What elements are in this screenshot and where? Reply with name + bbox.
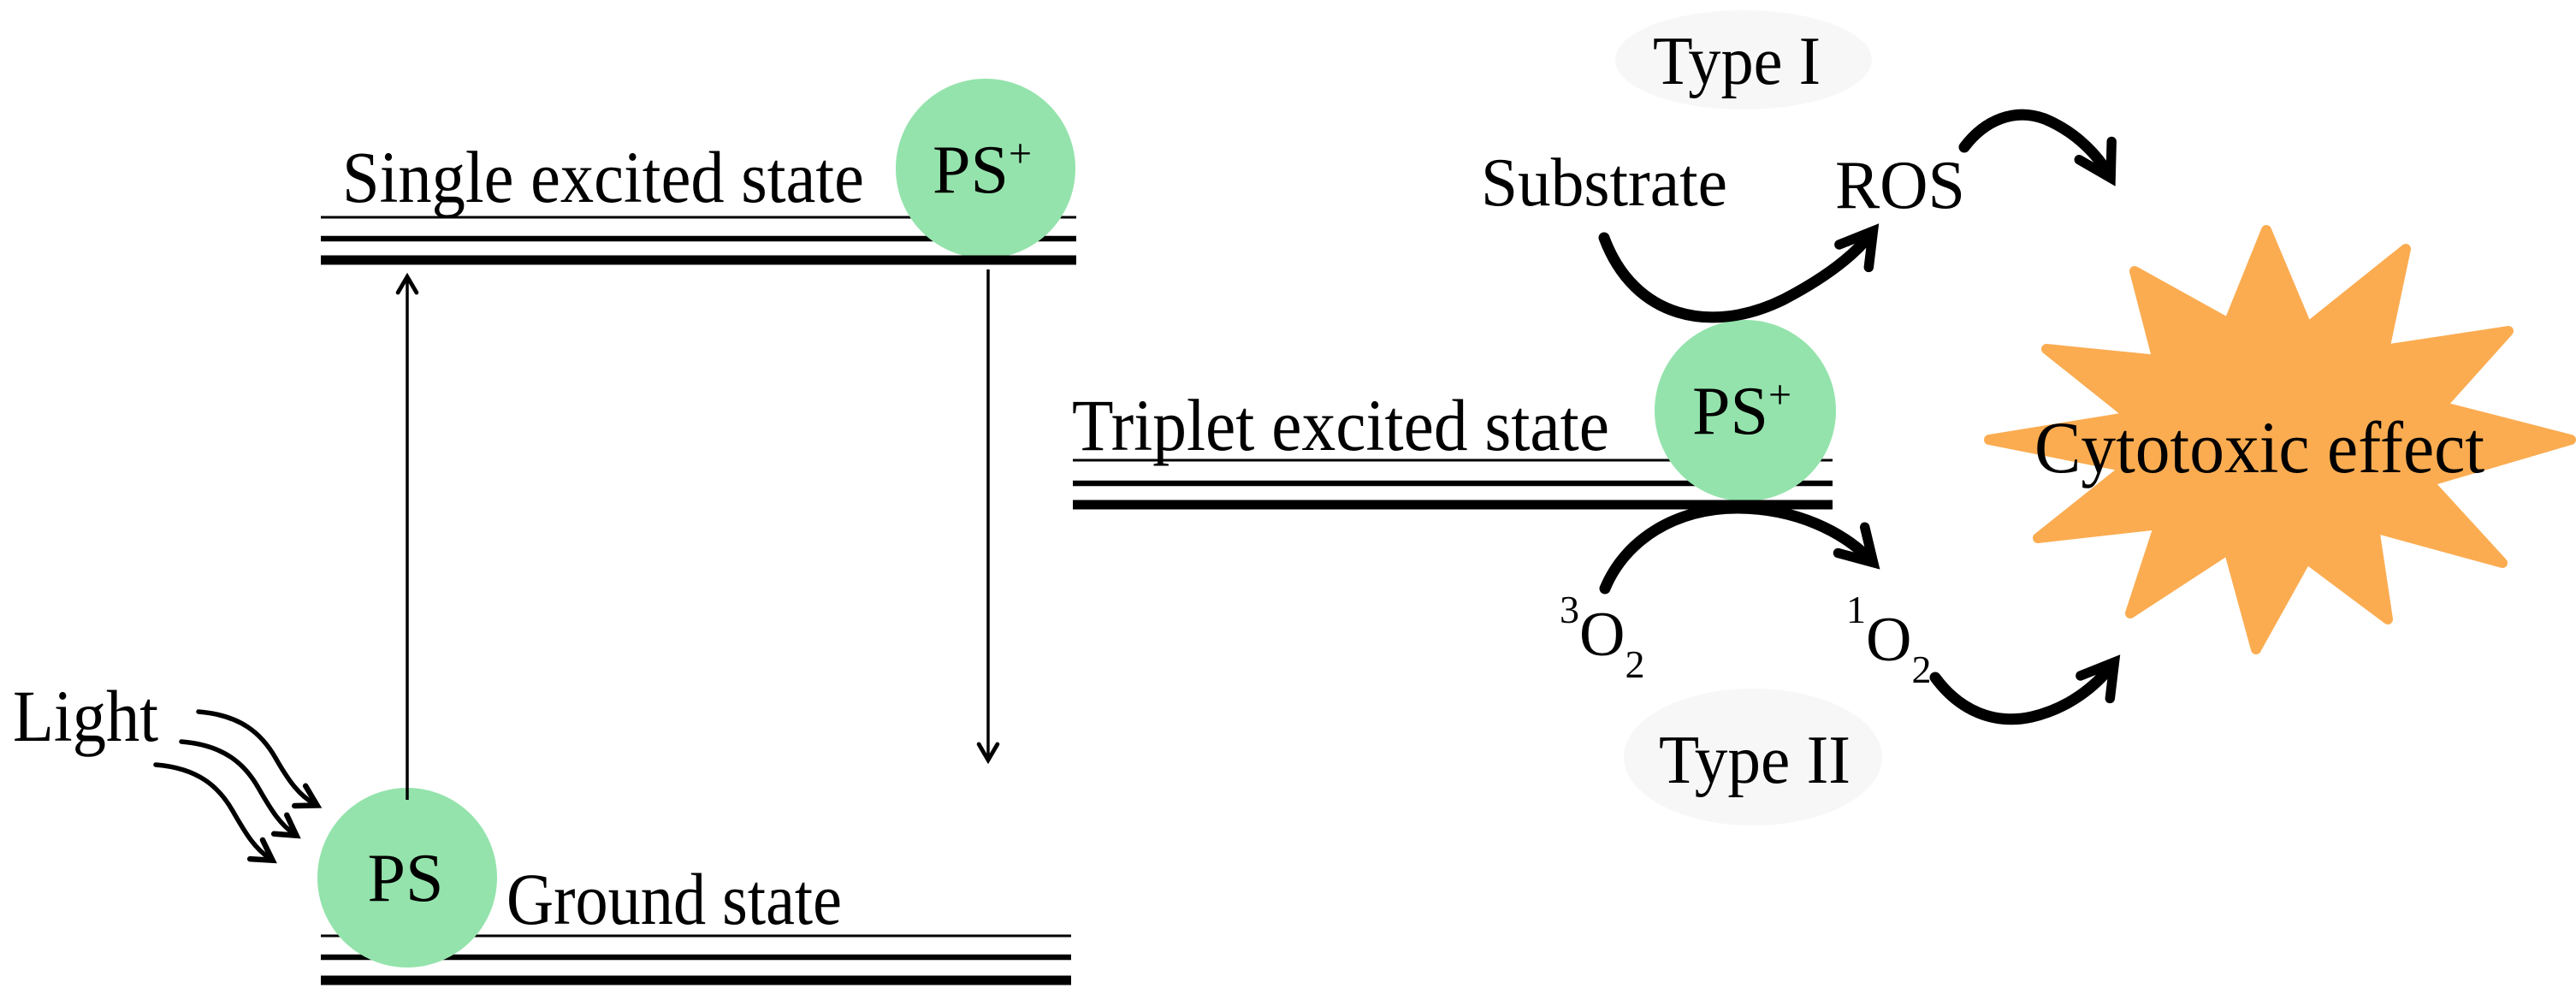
triplet-oxygen-superscript: 3 bbox=[1560, 588, 1579, 631]
singlet-oxygen-to-cytotoxic-arc-arrow bbox=[1929, 654, 2121, 725]
photon-wave-arrow-1 bbox=[196, 709, 323, 809]
substrate-to-ros-arc-arrow bbox=[1598, 223, 1880, 323]
photon-wave-arrow-3 bbox=[153, 762, 277, 864]
ros-label: ROS bbox=[1835, 148, 1965, 223]
type1-pathway: Type I Substrate ROS bbox=[1481, 10, 2117, 323]
ps-excited-singlet-circle bbox=[896, 79, 1075, 258]
starburst-shape bbox=[1984, 225, 2576, 654]
ps-excited-singlet-label: PS+ bbox=[933, 131, 1032, 208]
singlet-state-label: Single excited state bbox=[342, 136, 864, 218]
substrate-label: Substrate bbox=[1481, 145, 1727, 221]
type1-badge-background bbox=[1615, 10, 1872, 109]
ps-excited-triplet-circle bbox=[1655, 320, 1836, 501]
type1-badge-label: Type I bbox=[1653, 24, 1821, 99]
ps-excited-triplet-label: PS+ bbox=[1692, 372, 1791, 449]
photon-wave-arrow-2 bbox=[179, 739, 301, 839]
ros-to-cytotoxic-arc-arrow bbox=[1958, 109, 2117, 186]
ground-state-label: Ground state bbox=[506, 858, 842, 940]
cytotoxic-effect-label: Cytotoxic effect bbox=[2034, 406, 2484, 488]
oxygen-conversion-arc-arrow bbox=[1599, 502, 1880, 595]
ps-ground-circle bbox=[317, 788, 497, 967]
singlet-oxygen-superscript: 1 bbox=[1846, 588, 1866, 631]
plus-charge-superscript: + bbox=[1768, 372, 1791, 417]
cytotoxic-effect: Cytotoxic effect bbox=[1984, 225, 2576, 654]
type2-badge-background bbox=[1624, 689, 1882, 825]
singlet-oxygen-subscript: 2 bbox=[1911, 648, 1931, 691]
singlet-oxygen-label: 1O2 bbox=[1846, 588, 1931, 691]
ps-ground-label: PS bbox=[368, 841, 444, 916]
triplet-state-label: Triplet excited state bbox=[1072, 384, 1609, 466]
triplet-oxygen-subscript: 2 bbox=[1625, 642, 1644, 686]
triplet-oxygen-label: 3O2 bbox=[1560, 588, 1644, 686]
light-label: Light bbox=[13, 675, 158, 757]
type2-badge-label: Type II bbox=[1659, 723, 1851, 798]
plus-charge-superscript: + bbox=[1009, 131, 1032, 176]
type2-pathway: Type II 3O2 1O2 bbox=[1560, 502, 2121, 825]
